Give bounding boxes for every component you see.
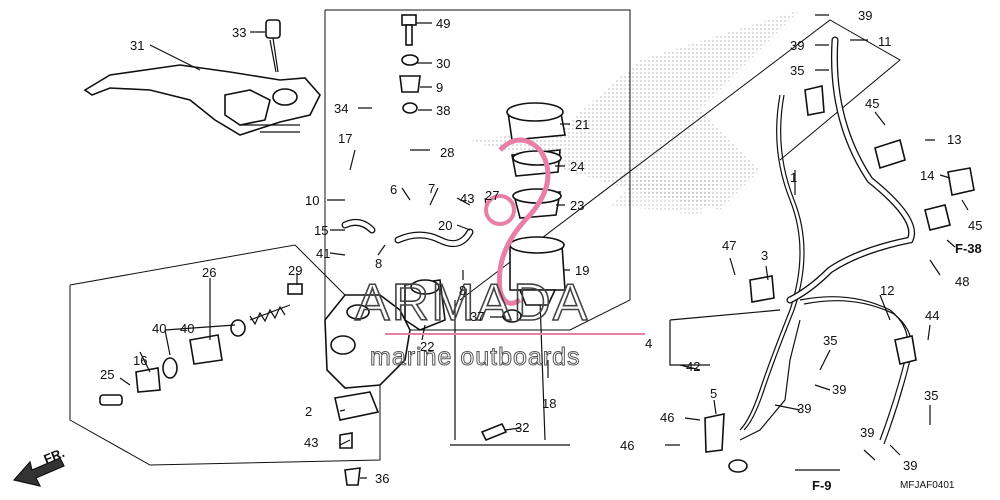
callout: 45 <box>968 218 982 233</box>
watermark-subtitle: marine outboards <box>370 343 581 371</box>
diagram-code: MFJAF0401 <box>900 480 955 491</box>
callout: 49 <box>436 16 450 31</box>
callout: 44 <box>925 308 939 323</box>
callout: 45 <box>865 96 879 111</box>
ref-f38: F-38 <box>955 241 982 256</box>
callout: 10 <box>305 193 319 208</box>
callout: 28 <box>440 145 454 160</box>
watermark: ARMADA marine outboards <box>354 137 645 372</box>
callout: 33 <box>232 25 246 40</box>
callout: 7 <box>428 181 435 196</box>
short-hoses <box>341 218 474 248</box>
callout: 40 <box>152 321 166 336</box>
pivot-bolt <box>265 19 281 73</box>
callout: 9 <box>436 80 443 95</box>
callout: 40 <box>180 321 194 336</box>
callout: 8 <box>375 256 382 271</box>
callout: 15 <box>314 223 328 238</box>
brake-lever <box>83 64 321 136</box>
callout: 11 <box>878 34 892 49</box>
watermark-title: ARMADA <box>355 274 589 332</box>
front-label: FR. <box>42 445 67 467</box>
callout: 20 <box>438 218 452 233</box>
callout: 46 <box>620 438 634 453</box>
callout: 46 <box>660 410 674 425</box>
reservoir-cap <box>506 102 566 219</box>
callout: 39 <box>797 401 811 416</box>
bolt-stack <box>399 14 421 114</box>
reservoir <box>509 236 566 306</box>
callout: 39 <box>903 458 917 473</box>
watermark-emblem <box>496 137 551 306</box>
watermark-emblem-dot <box>484 194 516 226</box>
callout: 43 <box>460 191 474 206</box>
callout: 2 <box>305 404 312 419</box>
callout: 27 <box>485 188 499 203</box>
callout: 17 <box>338 131 352 146</box>
callout: 24 <box>570 159 584 174</box>
callout: 35 <box>790 63 804 78</box>
callout: 41 <box>316 246 330 261</box>
callout: 25 <box>100 367 114 382</box>
callout: 39 <box>860 425 874 440</box>
master-cylinder-frame <box>324 9 631 331</box>
callout: 18 <box>542 396 556 411</box>
callout: 35 <box>823 333 837 348</box>
callout: 26 <box>202 265 216 280</box>
callout: 34 <box>334 101 348 116</box>
callout: 3 <box>761 248 768 263</box>
callout: 32 <box>515 420 529 435</box>
callout: 48 <box>955 274 969 289</box>
callout: 39 <box>790 38 804 53</box>
ref-f9: F-9 <box>812 478 832 493</box>
callout: 5 <box>710 386 717 401</box>
callout: 43 <box>304 435 318 450</box>
callout: 31 <box>130 38 144 53</box>
callout: 23 <box>570 198 584 213</box>
callout: 14 <box>920 168 934 183</box>
callout: 19 <box>575 263 589 278</box>
callout: 35 <box>924 388 938 403</box>
callout: 38 <box>436 103 450 118</box>
callouts: 31 33 49 30 9 38 34 21 24 23 19 28 17 10… <box>42 8 983 493</box>
front-direction-arrow <box>12 457 65 487</box>
callout: 30 <box>436 56 450 71</box>
callout: 36 <box>375 471 389 486</box>
callout: 37 <box>470 309 484 324</box>
callout: 21 <box>575 117 589 132</box>
callout: 47 <box>722 238 736 253</box>
master-cylinder <box>324 279 446 421</box>
callout: 39 <box>858 8 872 23</box>
brake-lines <box>669 36 975 473</box>
callout: 29 <box>288 263 302 278</box>
piston-kit-frame <box>69 244 381 466</box>
callout: 22 <box>420 339 434 354</box>
callout: 1 <box>790 170 797 185</box>
callout: 13 <box>947 132 961 147</box>
callout: 8 <box>459 283 466 298</box>
callout: 16 <box>133 353 147 368</box>
piston-kit <box>99 283 303 406</box>
callout: 39 <box>832 382 846 397</box>
callout: 12 <box>880 283 894 298</box>
callout: 42 <box>686 359 700 374</box>
callout: 4 <box>645 336 652 351</box>
callout: 6 <box>390 182 397 197</box>
lower-parts <box>339 309 522 486</box>
leader-lines <box>119 14 969 479</box>
